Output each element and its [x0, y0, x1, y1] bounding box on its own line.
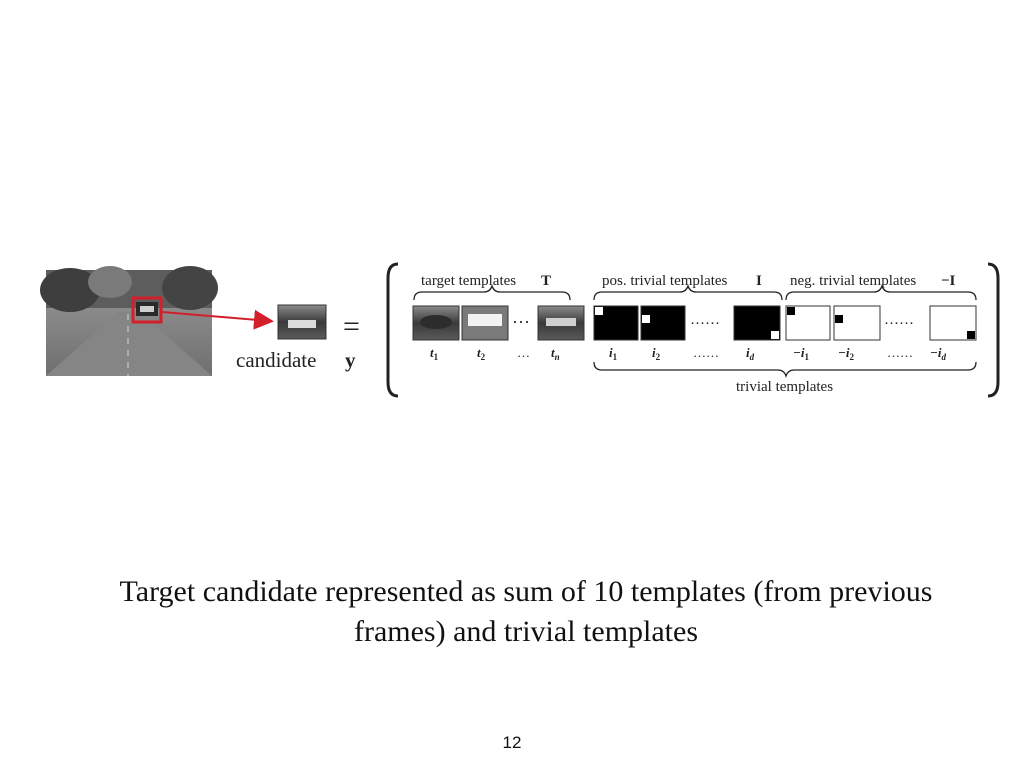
neg-trivial-label: neg. trivial templates [790, 273, 916, 289]
label-i1: i1 [609, 345, 618, 362]
template-neg-id [929, 305, 977, 341]
target-brace [413, 283, 571, 301]
road-scene-image [40, 266, 218, 376]
neg-brace [785, 283, 977, 301]
template-neg-i1 [785, 305, 831, 341]
pos-brace [593, 283, 783, 301]
candidate-highlight-box [131, 296, 163, 324]
label-t2: t2 [477, 345, 486, 362]
trivial-brace [593, 361, 977, 379]
template-i2 [640, 305, 686, 341]
label-i2: i2 [652, 345, 661, 362]
template-t2 [461, 305, 509, 341]
template-tn [537, 305, 585, 341]
label-t1: t1 [430, 345, 439, 362]
label-id: id [746, 345, 755, 362]
label-neg-i1: −i1 [793, 345, 810, 362]
neg-dots: ······ [884, 316, 914, 332]
candidate-image [277, 304, 327, 340]
target-templates-symbol: T [541, 273, 551, 289]
candidate-symbol: y [345, 348, 356, 372]
target-dots: ··· [512, 312, 530, 332]
caption-line-2: frames) and trivial templates [353, 615, 699, 648]
label-t-ellipsis: … [517, 345, 530, 360]
slide-caption: Target candidate represented as sum of 1… [20, 572, 1024, 652]
neg-trivial-symbol: −I [941, 273, 956, 289]
template-t1 [412, 305, 460, 341]
red-arrow [161, 309, 274, 330]
right-big-bracket [987, 262, 1000, 398]
left-big-bracket [386, 262, 399, 398]
label-neg-ellipsis: …… [887, 345, 913, 360]
target-templates-label: target templates [421, 273, 516, 289]
pos-dots: ······ [690, 316, 720, 332]
page-number: 12 [502, 733, 522, 752]
caption-line-1: Target candidate represented as sum of 1… [119, 575, 933, 608]
template-i1 [593, 305, 639, 341]
template-id [733, 305, 781, 341]
pos-trivial-label: pos. trivial templates [602, 273, 728, 289]
label-tn: tn [551, 345, 560, 362]
label-neg-i2: −i2 [838, 345, 855, 362]
trivial-templates-label: trivial templates [736, 379, 833, 395]
template-neg-i2 [833, 305, 881, 341]
label-neg-id: −id [930, 345, 947, 362]
equals-sign: = [343, 310, 360, 343]
candidate-label: candidate [236, 348, 316, 372]
pos-trivial-symbol: I [756, 273, 762, 289]
label-i-ellipsis: …… [693, 345, 719, 360]
